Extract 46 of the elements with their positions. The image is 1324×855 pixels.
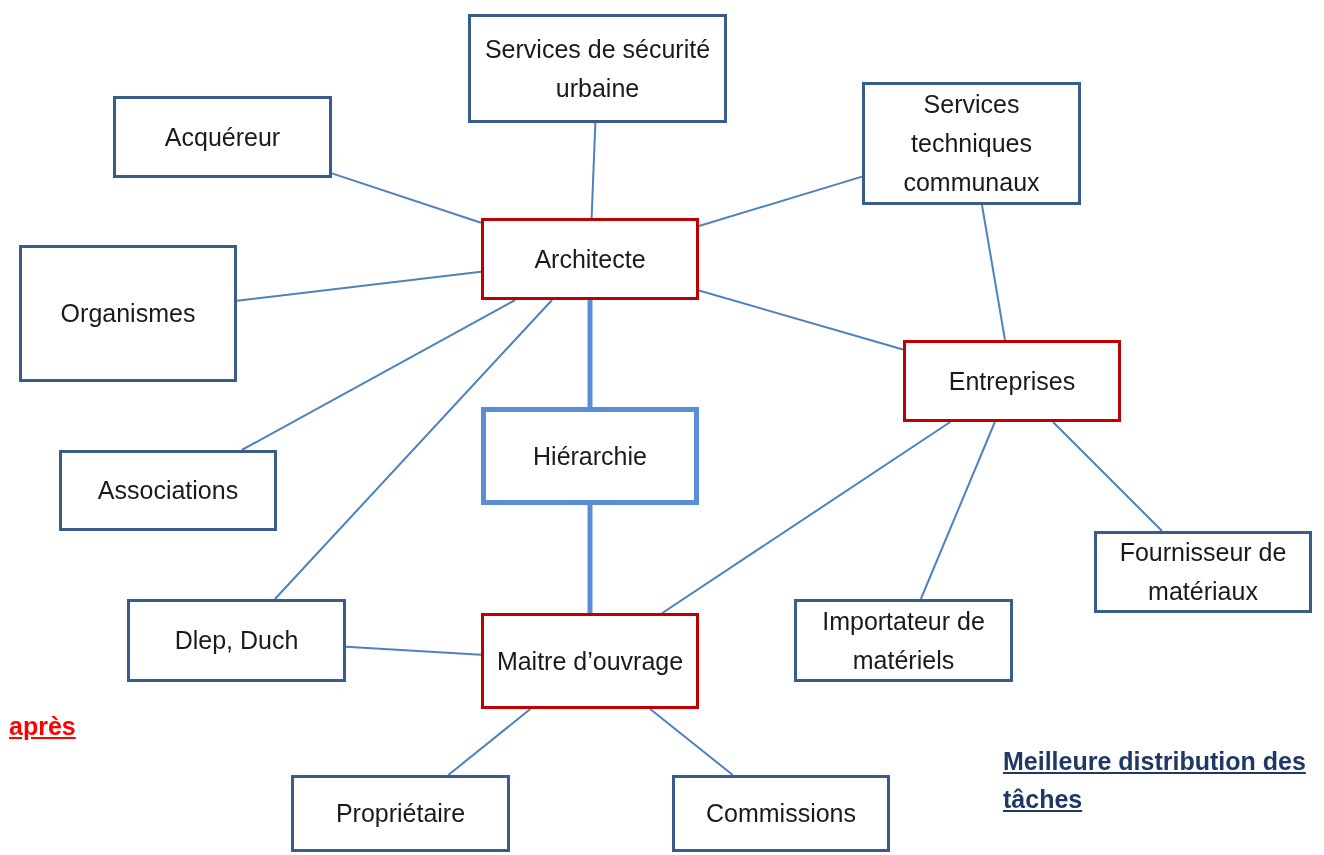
entity-label: Maitre d’ouvrage [496, 645, 684, 677]
connector-line [590, 122, 597, 219]
entity-label: Organismes [60, 298, 196, 330]
entity-label: Dlep, Duch [174, 625, 299, 657]
connector-line [240, 299, 517, 451]
entity-label: Services techniques communaux [902, 89, 1041, 198]
connector-line [587, 300, 593, 407]
connector-line [698, 289, 904, 351]
entity-label: Entreprises [948, 365, 1076, 397]
entity-box [468, 14, 727, 123]
entity-box [481, 218, 699, 300]
connector-line [273, 299, 553, 600]
entity-label: Hiérarchie [533, 440, 647, 472]
connector-line [447, 708, 532, 776]
status-note: après [9, 711, 76, 742]
connector-line [698, 175, 863, 227]
connector-line [331, 172, 482, 224]
connector-line [981, 204, 1006, 341]
connector-line [919, 421, 996, 600]
entity-box [903, 340, 1121, 422]
entity-box [113, 96, 332, 178]
connector-line [1052, 421, 1163, 532]
entity-box [794, 599, 1013, 682]
connector-line [587, 505, 593, 613]
entity-label: Associations [97, 475, 239, 507]
connector-line [236, 270, 482, 302]
entity-box [672, 775, 890, 852]
entity-box [862, 82, 1081, 205]
entity-label: Architecte [534, 243, 646, 275]
summary-note: Meilleure distribution des tâches [1003, 746, 1307, 815]
entity-label: Importateur de matériels [821, 605, 986, 676]
entity-box [59, 450, 277, 531]
entity-box [481, 613, 699, 709]
connector-line [649, 708, 734, 776]
entity-label: Commissions [706, 798, 856, 830]
entity-box [481, 407, 699, 505]
entity-box [19, 245, 237, 382]
entity-box [127, 599, 346, 682]
connector-line [661, 421, 952, 614]
entity-label: Acquéreur [164, 121, 281, 153]
entity-box [1094, 531, 1312, 613]
entity-label: Propriétaire [335, 798, 466, 830]
entity-label: Fournisseur de matériaux [1118, 537, 1288, 607]
entity-box [291, 775, 510, 852]
entity-label: Services de sécurité urbaine [483, 33, 712, 104]
connector-line [345, 645, 482, 656]
